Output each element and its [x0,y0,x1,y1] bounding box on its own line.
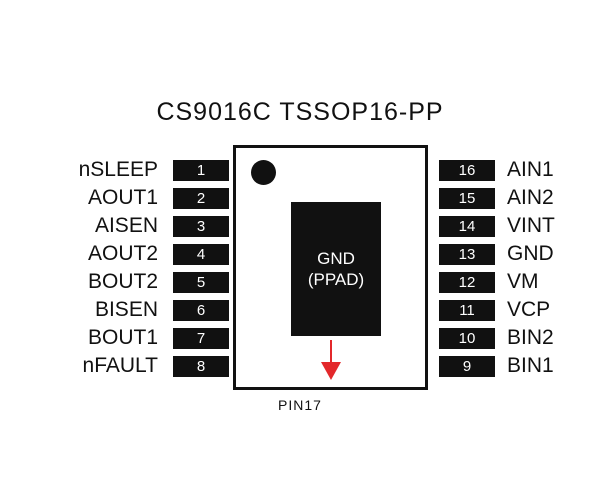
left-pin-6-name: BISEN [94,298,158,321]
right-pin-3-number: 14 [439,216,495,237]
left-pin-2-name: AOUT1 [87,186,158,209]
right-pin-5-name: VM [507,270,539,293]
left-pin-1-number: 1 [173,160,229,181]
right-pin-4-name: GND [507,242,554,265]
right-pin-8-name: BIN1 [507,354,554,377]
right-pin-1-number: 16 [439,160,495,181]
right-pin-3-name: VINT [507,214,555,237]
left-pin-7-name: BOUT1 [87,326,158,349]
thermal-pad-label-gnd: GND [317,249,355,268]
right-pin-6-number: 11 [439,300,495,321]
left-pin-1-name: nSLEEP [78,158,158,181]
right-pin-6-name: VCP [507,298,551,321]
right-pin-4-number: 13 [439,244,495,265]
right-pin-1-name: AIN1 [507,158,554,181]
left-pin-7-number: 7 [173,328,229,349]
left-pin-8-name: nFAULT [82,354,158,377]
right-pin-2-name: AIN2 [507,186,554,209]
thermal-pad: GND (PPAD) [291,202,381,336]
pin17-arrow-icon [321,340,341,380]
chip-title: CS9016C TSSOP16-PP [156,98,444,126]
left-pin-3-number: 3 [173,216,229,237]
right-pin-7-name: BIN2 [507,326,554,349]
left-pin-8-number: 8 [173,356,229,377]
thermal-pad-label-ppad: (PPAD) [307,270,365,289]
left-pin-5-number: 5 [173,272,229,293]
pin17-label: PIN17 [278,397,322,413]
left-pin-2-number: 2 [173,188,229,209]
right-pin-2-number: 15 [439,188,495,209]
left-pin-4-name: AOUT2 [87,242,158,265]
right-pin-5-number: 12 [439,272,495,293]
left-pin-4-number: 4 [173,244,229,265]
right-pin-8-number: 9 [439,356,495,377]
pin1-marker-dot [251,160,276,185]
left-pin-6-number: 6 [173,300,229,321]
pin17-arrow-head [321,362,341,380]
left-pin-3-name: AISEN [94,214,158,237]
right-pin-7-number: 10 [439,328,495,349]
left-pin-5-name: BOUT2 [87,270,158,293]
